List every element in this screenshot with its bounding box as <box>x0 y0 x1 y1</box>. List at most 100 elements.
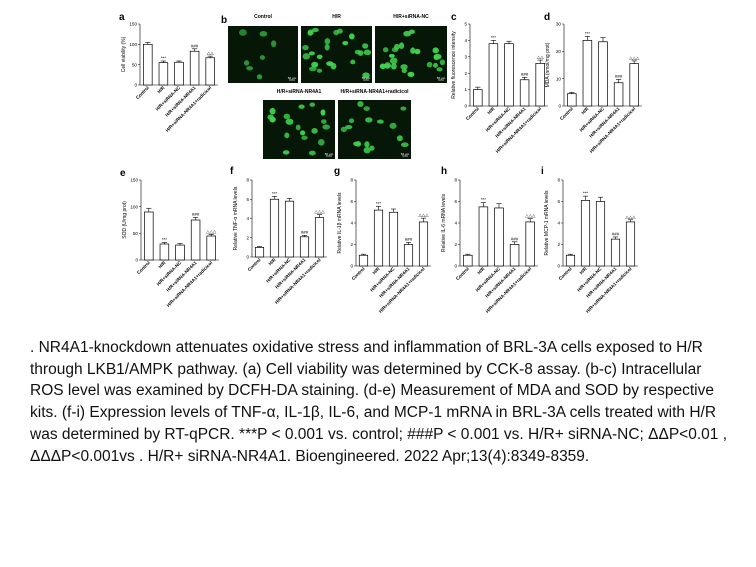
cell-nucleus <box>311 61 319 68</box>
y-tick-label: 4 <box>454 221 457 226</box>
bar <box>478 206 489 267</box>
cell-nucleus <box>432 62 438 68</box>
significance-label: *** <box>481 197 486 202</box>
cell-nucleus <box>363 106 370 111</box>
cell-nucleus <box>388 53 395 58</box>
significance-label: *** <box>272 191 277 196</box>
panel-letter: b <box>221 15 227 26</box>
image-title: H/R+siRNA-NR4A1 <box>277 89 322 95</box>
cell-nucleus <box>330 62 337 70</box>
y-tick-label: 0 <box>350 264 353 269</box>
y-tick-label: 0 <box>246 255 249 260</box>
bar <box>190 219 201 261</box>
cell-nucleus <box>270 40 277 48</box>
cell-nucleus <box>382 47 389 53</box>
cell-nucleus <box>389 122 397 129</box>
cell-nucleus <box>400 106 407 111</box>
bar <box>580 200 591 267</box>
y-tick-label: 2 <box>454 242 457 247</box>
y-tick-label: 3 <box>464 54 467 59</box>
cell-nucleus <box>324 38 331 45</box>
cell-nucleus <box>311 27 319 33</box>
significance-label: △△△ <box>525 213 536 218</box>
bar <box>206 235 216 261</box>
cell-nucleus <box>391 62 397 70</box>
bar <box>159 243 170 261</box>
y-tick-label: 150 <box>130 178 138 183</box>
y-tick-label: 30 <box>556 22 562 27</box>
significance-label: △△ <box>207 51 214 56</box>
bar <box>284 200 295 258</box>
bar <box>269 198 280 258</box>
category-label: Control <box>455 266 470 281</box>
cell-nucleus <box>308 51 315 56</box>
bar <box>418 221 429 267</box>
y-tick-label: 150 <box>129 22 137 27</box>
category-label: H/R <box>476 266 486 276</box>
significance-label: *** <box>162 237 167 242</box>
y-tick-label: 2 <box>246 235 249 240</box>
cell-nucleus <box>256 74 263 80</box>
cell-nucleus <box>408 29 415 34</box>
cell-nucleus <box>267 114 274 120</box>
cell-nucleus <box>348 118 355 124</box>
cell-nucleus <box>389 57 398 65</box>
cell-nucleus <box>300 130 306 136</box>
bar <box>299 236 310 258</box>
cell-nucleus <box>433 55 439 61</box>
bar <box>314 217 325 258</box>
cell-nucleus <box>259 31 268 37</box>
panel-letter: f <box>230 166 234 177</box>
y-tick-label: 10 <box>556 76 562 81</box>
y-tick-label: 2 <box>350 242 353 247</box>
significance-label: *** <box>491 35 496 40</box>
bar <box>519 79 530 107</box>
cell-nucleus <box>384 62 391 69</box>
significance-label: *** <box>583 191 588 196</box>
bar <box>629 63 639 107</box>
cell-nucleus <box>357 100 364 108</box>
significance-label: △△△ <box>206 229 217 234</box>
y-tick-label: 8 <box>246 178 249 183</box>
cell-nucleus <box>436 67 443 72</box>
bar <box>175 244 185 261</box>
cell-nucleus <box>259 55 265 60</box>
cell-nucleus <box>317 139 325 146</box>
cell-nucleus <box>364 141 370 148</box>
panel-letter: e <box>120 168 126 179</box>
y-axis-label: Cell viability (%) <box>121 36 127 72</box>
y-tick-label: 50 <box>133 231 139 236</box>
bar <box>463 254 473 267</box>
cell-nucleus <box>311 128 318 134</box>
y-tick-label: 0 <box>134 83 137 88</box>
bar <box>509 244 520 267</box>
panel-letter: g <box>334 166 340 177</box>
cell-nucleus <box>400 142 409 148</box>
cell-nucleus <box>350 59 356 65</box>
y-tick-label: 0 <box>558 104 561 109</box>
bar <box>158 62 169 86</box>
cell-nucleus <box>301 135 308 140</box>
category-label: H/R <box>372 266 382 276</box>
cell-nucleus <box>316 68 323 73</box>
y-axis-label: Relative IL-1β mRNA levels <box>337 192 343 253</box>
significance-label: *** <box>585 31 590 36</box>
cell-nucleus <box>414 48 421 55</box>
y-axis-label: Relative fluorescence intensity <box>451 31 457 99</box>
bar <box>373 209 384 267</box>
image-title: Control <box>254 14 272 20</box>
bar <box>494 207 504 267</box>
significance-label: *** <box>376 201 381 206</box>
bar <box>598 41 608 107</box>
y-axis-label: SOD (U/mg prot) <box>122 201 128 239</box>
y-tick-label: 1 <box>464 87 467 92</box>
significance-label: △△△ <box>418 213 429 218</box>
cell-nucleus <box>320 109 326 116</box>
image-title: H/R+siRNA-NR4A1+radicicol <box>340 89 409 95</box>
bar <box>625 221 636 267</box>
significance-label: ### <box>405 237 413 242</box>
